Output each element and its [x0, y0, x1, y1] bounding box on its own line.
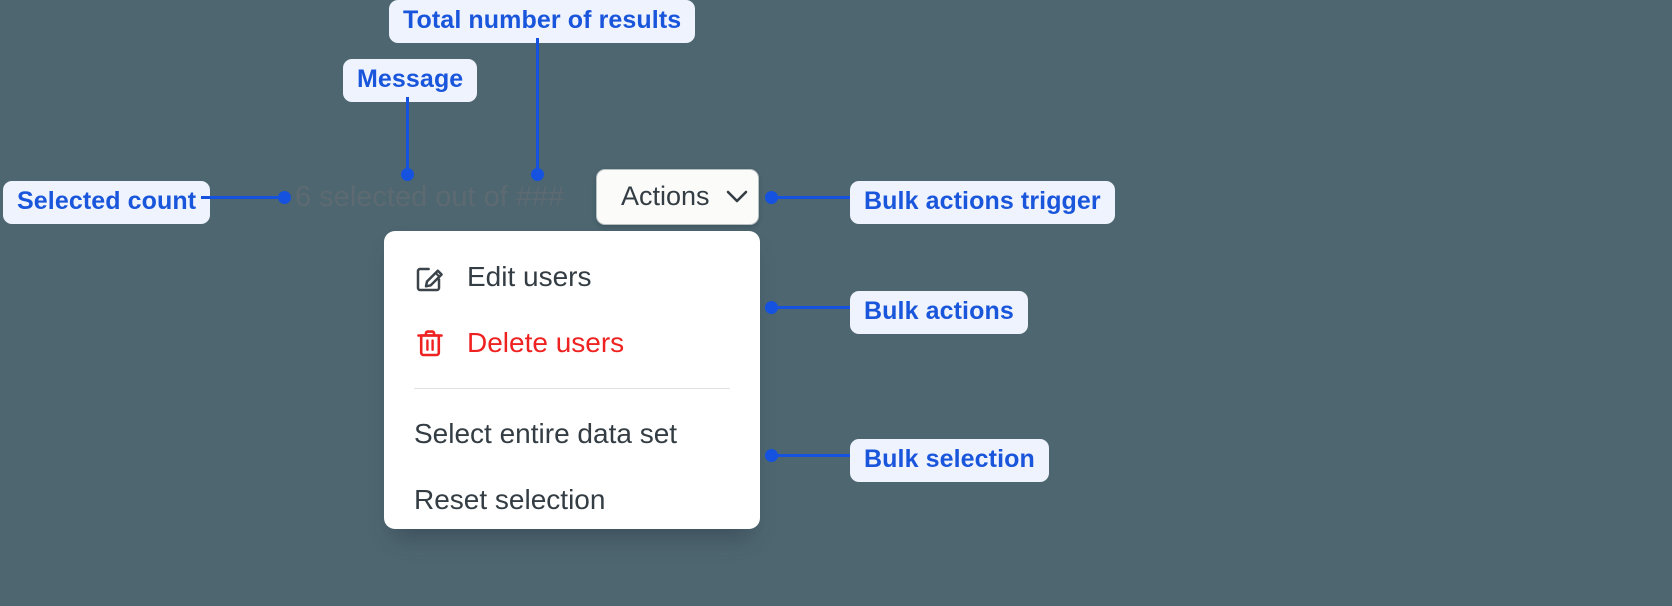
connector-dot-bulk-actions-trigger	[765, 191, 778, 204]
connector-dot-message	[401, 168, 414, 181]
menu-item-select-entire-data-set[interactable]: Select entire data set	[384, 401, 760, 467]
connector-line-selected-count	[201, 196, 289, 199]
menu-item-label: Reset selection	[414, 484, 606, 515]
connector-dot-total-results	[531, 168, 544, 181]
callout-total-number-of-results: Total number of results	[389, 0, 696, 43]
menu-item-label: Select entire data set	[414, 418, 678, 449]
menu-item-edit-users[interactable]: Edit users	[384, 244, 760, 310]
callout-bulk-actions-trigger: Bulk actions trigger	[850, 181, 1115, 224]
bulk-actions-trigger-button[interactable]: Actions	[596, 169, 759, 225]
callout-selected-count: Selected count	[3, 181, 211, 224]
actions-button-label: Actions	[621, 181, 710, 211]
connector-line-bulk-actions	[775, 306, 857, 309]
edit-pencil-icon	[414, 261, 446, 293]
callout-bulk-selection: Bulk selection	[850, 439, 1049, 482]
menu-divider	[414, 388, 730, 389]
bulk-actions-menu[interactable]: Edit users Delete users Select entire da…	[384, 231, 760, 529]
connector-line-bulk-selection	[775, 454, 857, 457]
menu-item-label: Edit users	[467, 261, 592, 292]
selection-count-message: 6 selected out of ###	[295, 181, 565, 213]
connector-dot-selected-count	[278, 191, 291, 204]
connector-line-total-results	[536, 38, 539, 175]
callout-message: Message	[343, 59, 478, 102]
connector-dot-bulk-actions	[765, 301, 778, 314]
chevron-down-icon	[726, 190, 748, 203]
menu-item-label: Delete users	[467, 327, 625, 358]
menu-item-delete-users[interactable]: Delete users	[384, 310, 760, 376]
callout-bulk-actions: Bulk actions	[850, 291, 1028, 334]
connector-line-bulk-actions-trigger	[775, 196, 857, 199]
trash-icon	[414, 327, 446, 359]
connector-dot-bulk-selection	[765, 449, 778, 462]
connector-line-message	[406, 97, 409, 175]
menu-item-reset-selection[interactable]: Reset selection	[384, 467, 760, 529]
